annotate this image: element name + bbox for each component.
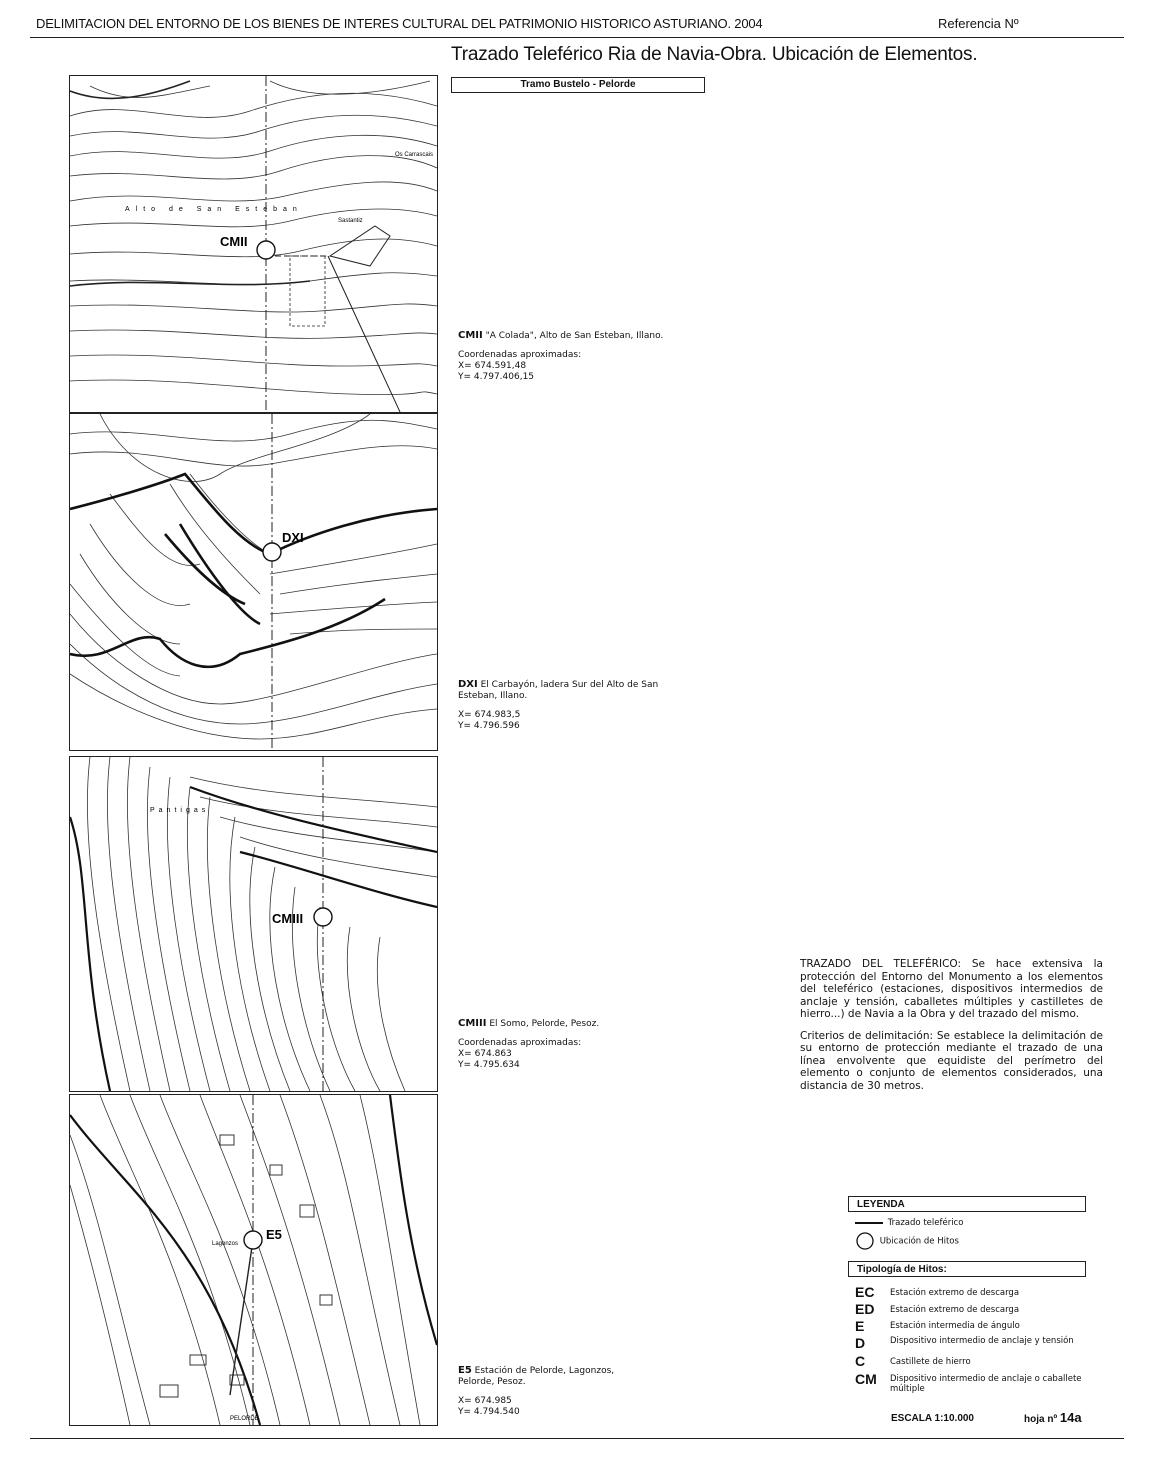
caption-text: "A Colada", Alto de San Esteban, Illano. — [485, 331, 664, 341]
scale-label: ESCALA 1:10.000 — [891, 1413, 974, 1424]
place-label: Alto de San Esteban — [125, 206, 303, 213]
topo-map-cmiii: CMIII Pantigas — [70, 757, 437, 1091]
caption-e5: E5 Estación de Pelorde, Lagonzos, Pelord… — [458, 1365, 618, 1418]
caption-text: El Somo, Pelorde, Pesoz. — [489, 1019, 600, 1029]
sheet-label: hoja nº — [1024, 1414, 1058, 1425]
trazado-description: TRAZADO DEL TELEFÉRICO: Se hace extensiv… — [800, 958, 1103, 1101]
caption-code: CMIII — [458, 1018, 487, 1029]
type-desc: Dispositivo intermedio de anclaje y tens… — [890, 1336, 1074, 1346]
coords-title: Coordenadas aproximadas: — [458, 1038, 582, 1048]
place-label: Lagonzos — [212, 1241, 238, 1247]
legend-item-label: Ubicación de Hitos — [879, 1236, 959, 1247]
marker-label-dxi: DXI — [282, 530, 304, 545]
hito-circle-icon — [856, 1232, 874, 1250]
caption-code: E5 — [458, 1365, 472, 1376]
marker-label-e5: E5 — [266, 1227, 282, 1242]
place-label: Sastantiz — [338, 218, 363, 224]
document-header: DELIMITACION DEL ENTORNO DE LOS BIENES D… — [36, 16, 763, 31]
reference-label: Referencia Nº — [938, 16, 1019, 31]
sheet-number-value: 14a — [1059, 1410, 1082, 1425]
type-desc: Dispositivo intermedio de anclaje o caba… — [890, 1374, 1082, 1394]
coord-x: X= 674.863 — [458, 1049, 512, 1059]
caption-dxi: DXI El Carbayón, ladera Sur del Alto de … — [458, 679, 668, 732]
coord-x: X= 674.591,48 — [458, 361, 527, 371]
coord-y: Y= 4.795.634 — [458, 1060, 520, 1070]
coords-title: Coordenadas aproximadas: — [458, 350, 582, 360]
section-label: Tramo Bustelo - Pelorde — [451, 77, 705, 93]
coord-x: X= 674.983,5 — [458, 710, 521, 720]
place-label: PELORDE — [230, 1416, 259, 1422]
marker-label-cmii: CMII — [220, 234, 247, 249]
trazado-paragraph: TRAZADO DEL TELEFÉRICO: Se hace extensiv… — [800, 958, 1103, 1020]
place-label: Os Carrascais — [395, 152, 433, 158]
caption-cmii: CMII "A Colada", Alto de San Esteban, Il… — [458, 330, 678, 383]
trazado-line-icon — [855, 1221, 883, 1224]
map-panel-dxi: DXI — [69, 413, 438, 751]
marker-circle-cmii — [256, 240, 276, 260]
coord-y: Y= 4.797.406,15 — [458, 372, 535, 382]
type-code: E — [855, 1318, 865, 1334]
caption-cmiii: CMIII El Somo, Pelorde, Pesoz. Coordenad… — [458, 1018, 658, 1071]
map-panel-cmii: CMII Os Carrascais Alto de San Esteban S… — [69, 75, 438, 413]
caption-text: Estación de Pelorde, Lagonzos, Pelorde, … — [458, 1366, 615, 1387]
map-panel-e5: E5 Lagonzos PELORDE — [69, 1094, 438, 1426]
legend-item-trazado: Trazado teleférico — [855, 1218, 963, 1228]
coord-x: X= 674.985 — [458, 1396, 512, 1406]
topo-map-cmii: CMII Os Carrascais Alto de San Esteban S… — [70, 76, 437, 412]
type-desc: Estación intermedia de ángulo — [890, 1321, 1020, 1331]
map-panel-cmiii: CMIII Pantigas — [69, 756, 438, 1092]
legend-item-label: Trazado teleférico — [887, 1218, 964, 1228]
legend-title: LEYENDA — [848, 1196, 1086, 1212]
coord-y: Y= 4.794.540 — [458, 1407, 520, 1417]
type-code: ED — [855, 1301, 875, 1317]
sheet-title: Trazado Teleférico Ria de Navia-Obra. Ub… — [451, 44, 978, 65]
criterios-paragraph: Criterios de delimitación: Se establece … — [800, 1029, 1103, 1092]
marker-circle-dxi — [262, 542, 282, 562]
place-label: Pantigas — [150, 807, 209, 814]
type-code: C — [855, 1353, 866, 1369]
sheet-number: hoja nº 14a — [1024, 1410, 1082, 1425]
type-desc: Estación extremo de descarga — [890, 1305, 1020, 1315]
type-desc: Estación extremo de descarga — [890, 1288, 1020, 1298]
topo-map-dxi: DXI — [70, 414, 437, 750]
marker-circle-cmiii — [313, 907, 333, 927]
marker-label-cmiii: CMIII — [272, 911, 303, 926]
type-code: D — [855, 1335, 866, 1351]
caption-code: DXI — [458, 679, 478, 690]
type-code: CM — [855, 1371, 877, 1387]
type-desc: Castillete de hierro — [890, 1357, 971, 1367]
caption-code: CMII — [458, 330, 483, 341]
page-frame — [30, 37, 1124, 1439]
marker-circle-e5 — [243, 1230, 263, 1250]
typology-title: Tipología de Hitos: — [848, 1261, 1086, 1277]
type-code: EC — [855, 1284, 875, 1300]
topo-map-e5: E5 Lagonzos PELORDE — [70, 1095, 437, 1425]
legend-item-hitos: Ubicación de Hitos — [855, 1232, 959, 1250]
caption-text: El Carbayón, ladera Sur del Alto de San … — [458, 680, 659, 701]
coord-y: Y= 4.796.596 — [458, 721, 520, 731]
